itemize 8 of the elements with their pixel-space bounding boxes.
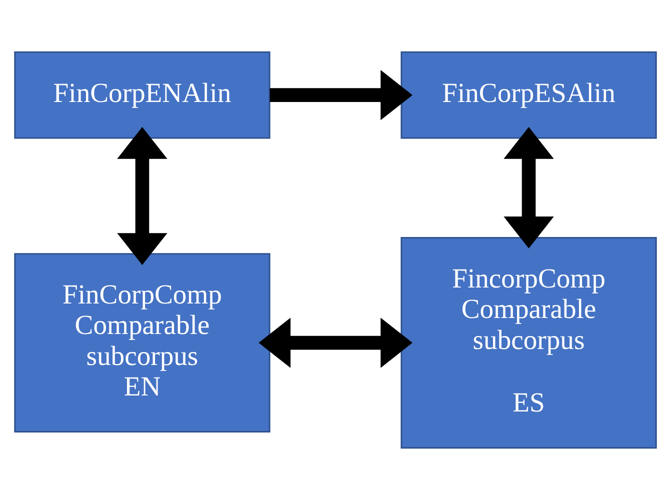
arrow	[117, 126, 168, 265]
arrow	[258, 318, 412, 368]
arrow	[270, 70, 412, 120]
node-box: FinCorpComp Comparable subcorpus EN	[14, 253, 270, 433]
node-box: FinCorpESAlin	[400, 51, 657, 139]
node-box: FincorpComp Comparable subcorpus ES	[400, 236, 657, 449]
arrow	[504, 126, 554, 248]
node-box: FinCorpENAlin	[14, 51, 270, 139]
